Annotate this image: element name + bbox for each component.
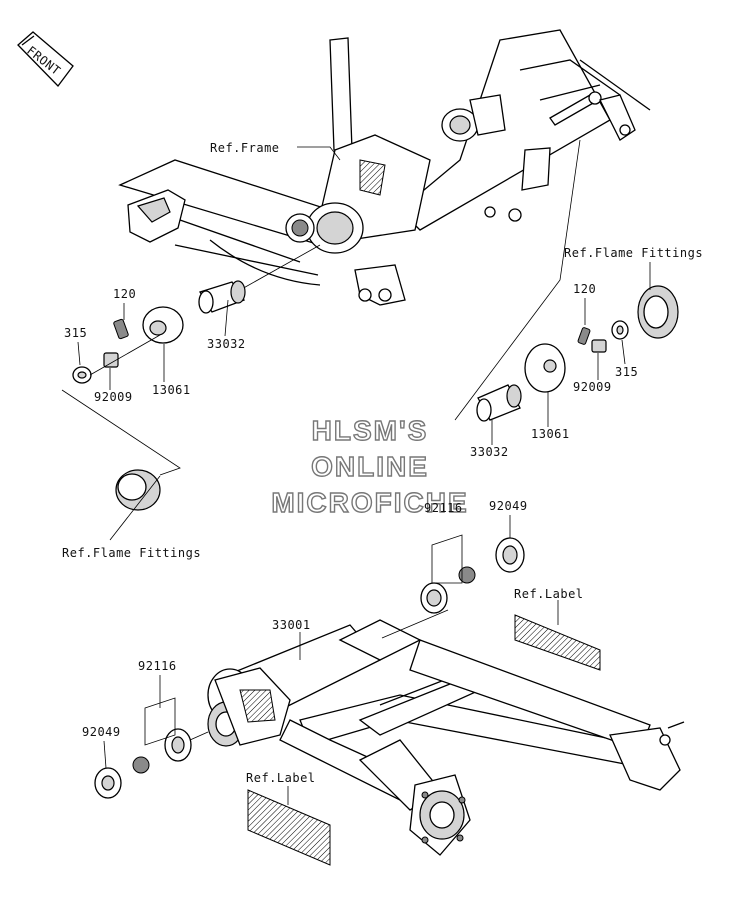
part-number-lower-92049[interactable]: 92049 [82, 725, 121, 739]
ref-flame-fittings-left-label[interactable]: Ref.Flame Fittings [62, 546, 201, 560]
right-mount-parts [476, 285, 679, 422]
ref-frame-label[interactable]: Ref.Frame [210, 141, 280, 155]
watermark-line2: ONLINE [311, 451, 429, 482]
ref-label-left-label[interactable]: Ref.Label [246, 771, 316, 785]
watermark-line1: HLSM'S [312, 415, 429, 446]
upper-pivot-parts [420, 537, 525, 614]
ref-flame-fittings-right-label[interactable]: Ref.Flame Fittings [564, 246, 703, 260]
part-number-upper-92116[interactable]: 92116 [424, 501, 463, 515]
part-number-swingarm-33001[interactable]: 33001 [272, 618, 311, 632]
label-sticker-right [514, 614, 601, 671]
part-number-left-315[interactable]: 315 [64, 326, 87, 340]
part-number-left-33032[interactable]: 33032 [207, 337, 246, 351]
front-arrow-icon: FRONT [17, 31, 74, 87]
part-number-left-13061[interactable]: 13061 [152, 383, 191, 397]
part-number-right-120[interactable]: 120 [573, 282, 596, 296]
frame-illustration [118, 29, 651, 306]
part-number-right-33032[interactable]: 33032 [470, 445, 509, 459]
lower-pivot-parts [94, 728, 192, 799]
ref-label-right-label[interactable]: Ref.Label [514, 587, 584, 601]
swingarm-illustration [207, 619, 685, 856]
part-number-right-13061[interactable]: 13061 [531, 427, 570, 441]
part-number-right-92009[interactable]: 92009 [573, 380, 612, 394]
watermark-line3: MICROFICHE [271, 487, 468, 518]
part-number-upper-92049[interactable]: 92049 [489, 499, 528, 513]
part-number-right-315[interactable]: 315 [615, 365, 638, 379]
part-number-lower-92116[interactable]: 92116 [138, 659, 177, 673]
part-number-left-92009[interactable]: 92009 [94, 390, 133, 404]
label-sticker-left [247, 789, 331, 866]
left-mount-parts [72, 280, 246, 511]
part-number-left-120[interactable]: 120 [113, 287, 136, 301]
